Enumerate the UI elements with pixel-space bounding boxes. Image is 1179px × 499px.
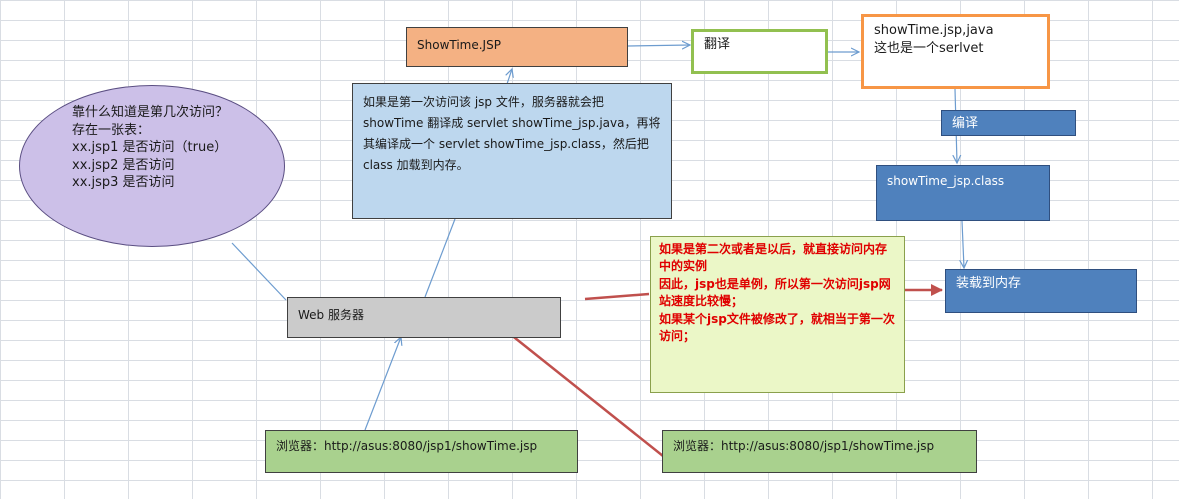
arrow-browser-to-webserver — [364, 337, 401, 431]
browser-right-box: 浏览器：http://asus:8080/jsp1/showTime.jsp — [662, 430, 977, 473]
connector-webserver-to-ellipse — [231, 242, 287, 301]
red-line-webserver-to-note — [584, 292, 650, 301]
first-visit-explain-box: 如果是第一次访问该 jsp 文件，服务器就会把 showTime 翻译成 ser… — [352, 83, 672, 219]
class-file-box: showTime_jsp.class — [876, 165, 1050, 221]
arrow-class-to-load — [962, 220, 964, 268]
arrow-showtime-jsp-to-translate — [627, 45, 690, 46]
visit-table-ellipse: 靠什么知道是第几次访问？ 存在一张表： xx.jsp1 是否访问（true） x… — [19, 85, 285, 247]
load-memory-box: 装载到内存 — [945, 269, 1137, 313]
translate-box: 翻译 — [691, 29, 828, 74]
red-arrow-browser-to-webserver — [489, 317, 669, 461]
showtime-jsp-box: ShowTime.JSP — [406, 27, 628, 67]
web-server-box: Web 服务器 — [287, 297, 561, 338]
java-file-box: showTime.jsp,java 这也是一个serlvet — [861, 14, 1050, 89]
connector-webserver-to-explain — [424, 218, 456, 298]
browser-left-box: 浏览器：http://asus:8080/jsp1/showTime.jsp — [265, 430, 578, 473]
compile-box: 编译 — [941, 110, 1076, 136]
second-visit-note-box: 如果是第二次或者是以后，就直接访问内存中的实例 因此，jsp也是单例，所以第一次… — [650, 236, 905, 393]
